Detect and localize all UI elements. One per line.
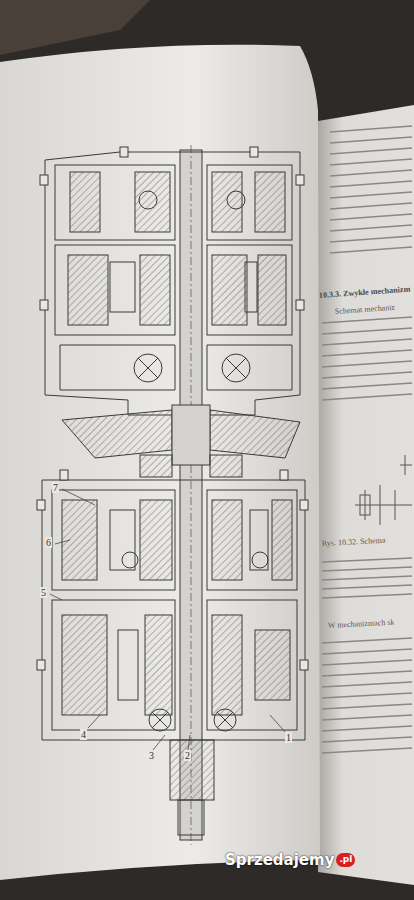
- bolt-head: [300, 660, 308, 670]
- text-line: [322, 693, 412, 698]
- text-line: [322, 361, 412, 367]
- text-line: [330, 159, 412, 165]
- callout-number: 1: [285, 732, 292, 743]
- text-line: [322, 649, 412, 654]
- watermark-badge: .pl: [336, 853, 355, 867]
- bolt-head: [37, 660, 45, 670]
- text-line: [322, 671, 412, 676]
- callout-number: 7: [52, 482, 59, 493]
- text-line: [322, 350, 412, 356]
- text-line: [322, 737, 412, 742]
- bolt-head: [40, 175, 48, 185]
- bolt-head: [120, 147, 128, 157]
- text-line: [322, 567, 412, 571]
- callout-number: 6: [45, 537, 52, 548]
- text-line: [322, 383, 412, 389]
- bolt-head: [37, 500, 45, 510]
- text-line: [322, 726, 412, 731]
- text-line: [322, 328, 412, 334]
- text-line: [322, 594, 412, 598]
- text-line: [330, 148, 412, 154]
- text-line: [330, 247, 412, 253]
- watermark: Sprzedajemy: [225, 852, 334, 869]
- text-line: [322, 317, 412, 323]
- text-line: [322, 748, 412, 753]
- bolt-head: [296, 175, 304, 185]
- text-line: [330, 225, 412, 231]
- callout-number: 4: [80, 729, 87, 740]
- text-line: [330, 203, 412, 209]
- bolt-head: [300, 500, 308, 510]
- bolt-head: [60, 470, 68, 480]
- text-line: [322, 682, 412, 687]
- text-line: [322, 576, 412, 580]
- text-line: [330, 236, 412, 242]
- text-line: [330, 181, 412, 187]
- text-line: [322, 339, 412, 345]
- callout-number: 2: [184, 750, 191, 761]
- text-line: [322, 558, 412, 562]
- bolt-head: [250, 147, 258, 157]
- text-line: [330, 126, 412, 132]
- text-line: [322, 704, 412, 709]
- callout-number: 5: [40, 587, 47, 598]
- text-line: [322, 585, 412, 589]
- text-line: [322, 715, 412, 720]
- text-line: [330, 137, 412, 143]
- text-line: [322, 638, 412, 643]
- text-line: [322, 372, 412, 378]
- text-line: [322, 394, 412, 400]
- text-line: [330, 214, 412, 220]
- bolt-head: [296, 300, 304, 310]
- bolt-head: [40, 300, 48, 310]
- text-line: [330, 170, 412, 176]
- text-line: [322, 660, 412, 665]
- text-line: [330, 192, 412, 198]
- callout-number: 3: [148, 750, 155, 761]
- bolt-head: [280, 470, 288, 480]
